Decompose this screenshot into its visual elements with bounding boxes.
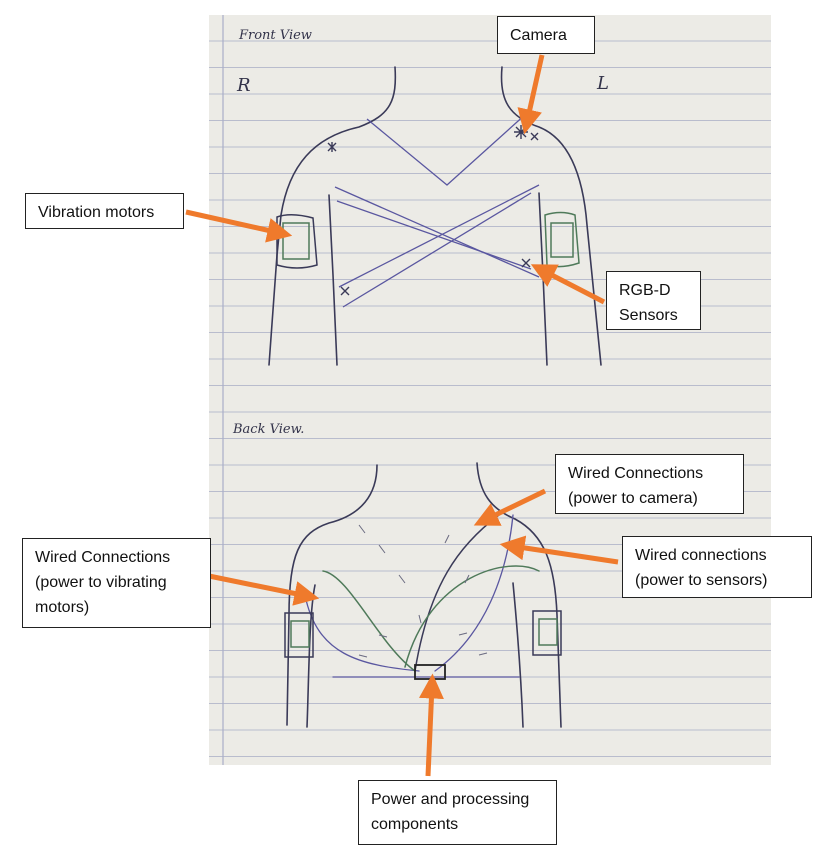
back-right-vibration-motor — [290, 620, 310, 648]
front-harness-straps — [334, 112, 540, 308]
paper-background — [209, 15, 771, 765]
callout-wired-sensors: Wired connections (power to sensors) — [622, 536, 812, 598]
callout-wired-sensors-line2: (power to sensors) — [635, 572, 768, 589]
cross-strap-a2 — [336, 200, 532, 270]
right-arm-band — [276, 214, 318, 269]
left-vibration-motor — [550, 222, 574, 258]
callout-camera: Camera — [497, 16, 595, 54]
back-left-arm-band — [532, 610, 562, 656]
sensor-mark-right-chest — [340, 286, 350, 296]
front-right-torso-line — [328, 194, 338, 366]
cross-strap-b2 — [342, 192, 532, 308]
front-right-shoulder-outline — [268, 66, 397, 366]
callout-camera-text: Camera — [510, 27, 567, 44]
back-right-shoulder-outline — [286, 464, 378, 726]
back-center-strap — [414, 514, 500, 672]
front-view-label: Front View — [238, 28, 312, 43]
back-shading-dashes — [358, 524, 488, 658]
right-side-label: R — [236, 75, 251, 96]
callout-wired-sensors-line1: Wired connections — [635, 547, 767, 564]
callout-wired-camera-line1: Wired Connections — [568, 465, 704, 482]
callout-rgbd-line2: Sensors — [619, 307, 678, 324]
callout-power-line1: Power and processing — [371, 791, 530, 808]
callout-vibration-motors: Vibration motors — [25, 193, 184, 229]
back-left-vibration-motor — [538, 618, 558, 646]
back-view-label: Back View. — [232, 422, 304, 437]
arrow-vibration-motors — [185, 209, 293, 243]
callout-power-processing: Power and processing components — [358, 780, 557, 845]
arrow-wired-sensors — [499, 535, 619, 565]
arrow-camera — [517, 54, 545, 135]
arrow-wired-camera — [473, 488, 547, 526]
callout-wired-camera-line2: (power to camera) — [568, 490, 698, 507]
sensor-mark-right-shoulder — [327, 142, 337, 152]
callout-wired-motors-line1: Wired Connections — [35, 549, 171, 566]
back-right-arm-band — [284, 612, 314, 658]
cross-strap-b1 — [338, 184, 540, 288]
callout-rgbd-sensors: RGB-D Sensors — [606, 271, 701, 330]
back-left-shoulder-outline — [476, 462, 562, 728]
callout-wired-camera: Wired Connections (power to camera) — [555, 454, 744, 514]
cross-strap-a1 — [334, 186, 540, 278]
neck-strap — [366, 112, 528, 186]
callout-vibration-motors-text: Vibration motors — [38, 204, 155, 221]
callout-wired-motors: Wired Connections (power to vibrating mo… — [22, 538, 211, 628]
arrow-rgbd-sensors — [530, 264, 606, 305]
sensor-mark-left-chest — [521, 258, 531, 268]
arrow-power-processing — [418, 673, 444, 777]
callout-wired-motors-line2: (power to vibrating — [35, 574, 167, 591]
front-left-shoulder-outline — [500, 66, 602, 366]
back-sensor-wire — [404, 565, 540, 668]
back-vibration-bands — [284, 610, 562, 658]
callout-power-line2: components — [371, 816, 459, 833]
back-motor-wire-right — [322, 570, 416, 672]
callout-wired-motors-line3: motors) — [35, 599, 90, 616]
back-left-arm-inner — [512, 582, 524, 728]
arrow-wired-motors — [208, 573, 320, 606]
left-side-label: L — [596, 73, 609, 94]
callout-rgbd-line1: RGB-D — [619, 282, 671, 299]
